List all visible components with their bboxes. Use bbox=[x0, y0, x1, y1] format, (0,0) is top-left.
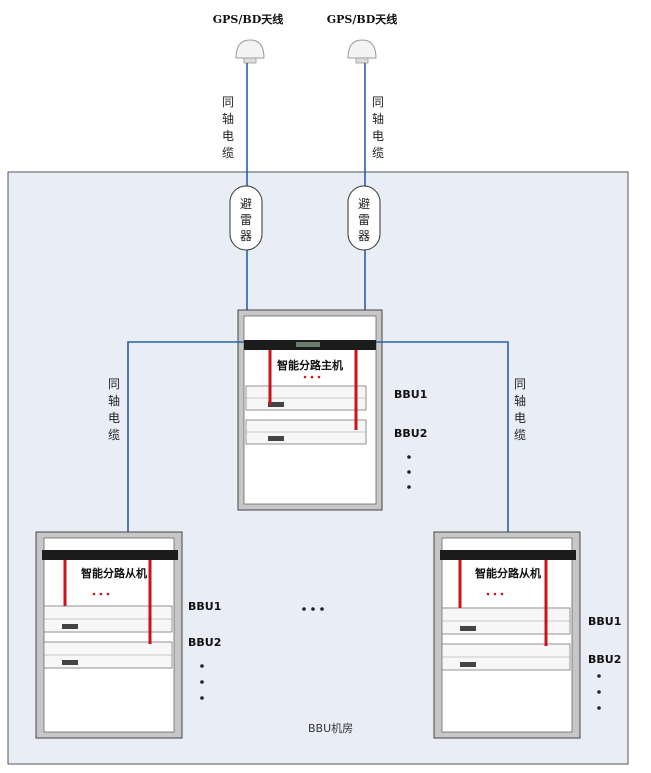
arrester-label-char: 雷 bbox=[358, 213, 370, 227]
cable-label-char: 缆 bbox=[514, 428, 526, 442]
arrester-label-char: 雷 bbox=[240, 213, 252, 227]
slave-rack-1: 智能分路从机 bbox=[35, 531, 183, 739]
cable-label-char: 轴 bbox=[222, 111, 234, 126]
master-bbu1-label: BBU1 bbox=[394, 388, 427, 401]
antenna-label-1: GPS/BD天线 bbox=[213, 12, 283, 26]
slave-2-bbu1-label: BBU1 bbox=[588, 615, 621, 628]
cable-label-char: 轴 bbox=[514, 393, 526, 408]
slave-1-bbu2-label: BBU2 bbox=[188, 636, 221, 649]
cable-label-char: 轴 bbox=[108, 393, 120, 408]
slave-splitter-unit bbox=[42, 550, 178, 560]
slave-1-title: 智能分路从机 bbox=[81, 566, 147, 580]
cable-label-char: 电 bbox=[514, 411, 526, 425]
slave-2-bbu2-label: BBU2 bbox=[588, 653, 621, 666]
slave-2-title: 智能分路从机 bbox=[475, 566, 541, 580]
master-rack: 智能分路主机 bbox=[237, 309, 383, 511]
cable-label-char: 电 bbox=[108, 411, 120, 425]
cable-label-char: 同 bbox=[108, 377, 120, 391]
cable-label-char: 同 bbox=[372, 95, 384, 109]
cable-label-char: 电 bbox=[222, 129, 234, 143]
arrester-label-2: 避 雷 器 bbox=[358, 197, 370, 243]
arrester-label-char: 避 bbox=[240, 197, 252, 211]
cable-label-char: 缆 bbox=[222, 146, 234, 160]
gps-antenna-icon bbox=[347, 39, 377, 64]
master-bbu2-label: BBU2 bbox=[394, 427, 427, 440]
cable-label-char: 同 bbox=[514, 377, 526, 391]
gps-antenna-icon bbox=[235, 39, 265, 64]
cable-label-char: 轴 bbox=[372, 111, 384, 126]
coax-cable-5 bbox=[127, 341, 244, 538]
cable-label-mid-right: 同 轴 电 缆 bbox=[514, 377, 526, 442]
cable-label-top-left: 同 轴 电 缆 bbox=[222, 95, 234, 160]
arrester-label-char: 避 bbox=[358, 197, 370, 211]
lightning-arrester-2 bbox=[347, 185, 381, 251]
master-title: 智能分路主机 bbox=[277, 358, 343, 372]
cable-label-top-right: 同 轴 电 缆 bbox=[372, 95, 384, 160]
room-label: BBU机房 bbox=[308, 721, 353, 735]
cable-label-mid-left: 同 轴 电 缆 bbox=[108, 377, 120, 442]
coax-cable-6 bbox=[376, 341, 509, 550]
arrester-label-char: 器 bbox=[358, 229, 370, 243]
slave-splitter-unit bbox=[440, 550, 576, 560]
cable-label-char: 缆 bbox=[372, 146, 384, 160]
cable-label-char: 缆 bbox=[108, 428, 120, 442]
arrester-label-char: 器 bbox=[240, 229, 252, 243]
cable-label-char: 电 bbox=[372, 129, 384, 143]
lightning-arrester-1 bbox=[229, 185, 263, 251]
cable-label-char: 同 bbox=[222, 95, 234, 109]
arrester-label-1: 避 雷 器 bbox=[240, 197, 252, 243]
antenna-label-2: GPS/BD天线 bbox=[327, 12, 397, 26]
slave-1-bbu1-label: BBU1 bbox=[188, 600, 221, 613]
slave-rack-2: 智能分路从机 bbox=[433, 531, 581, 739]
